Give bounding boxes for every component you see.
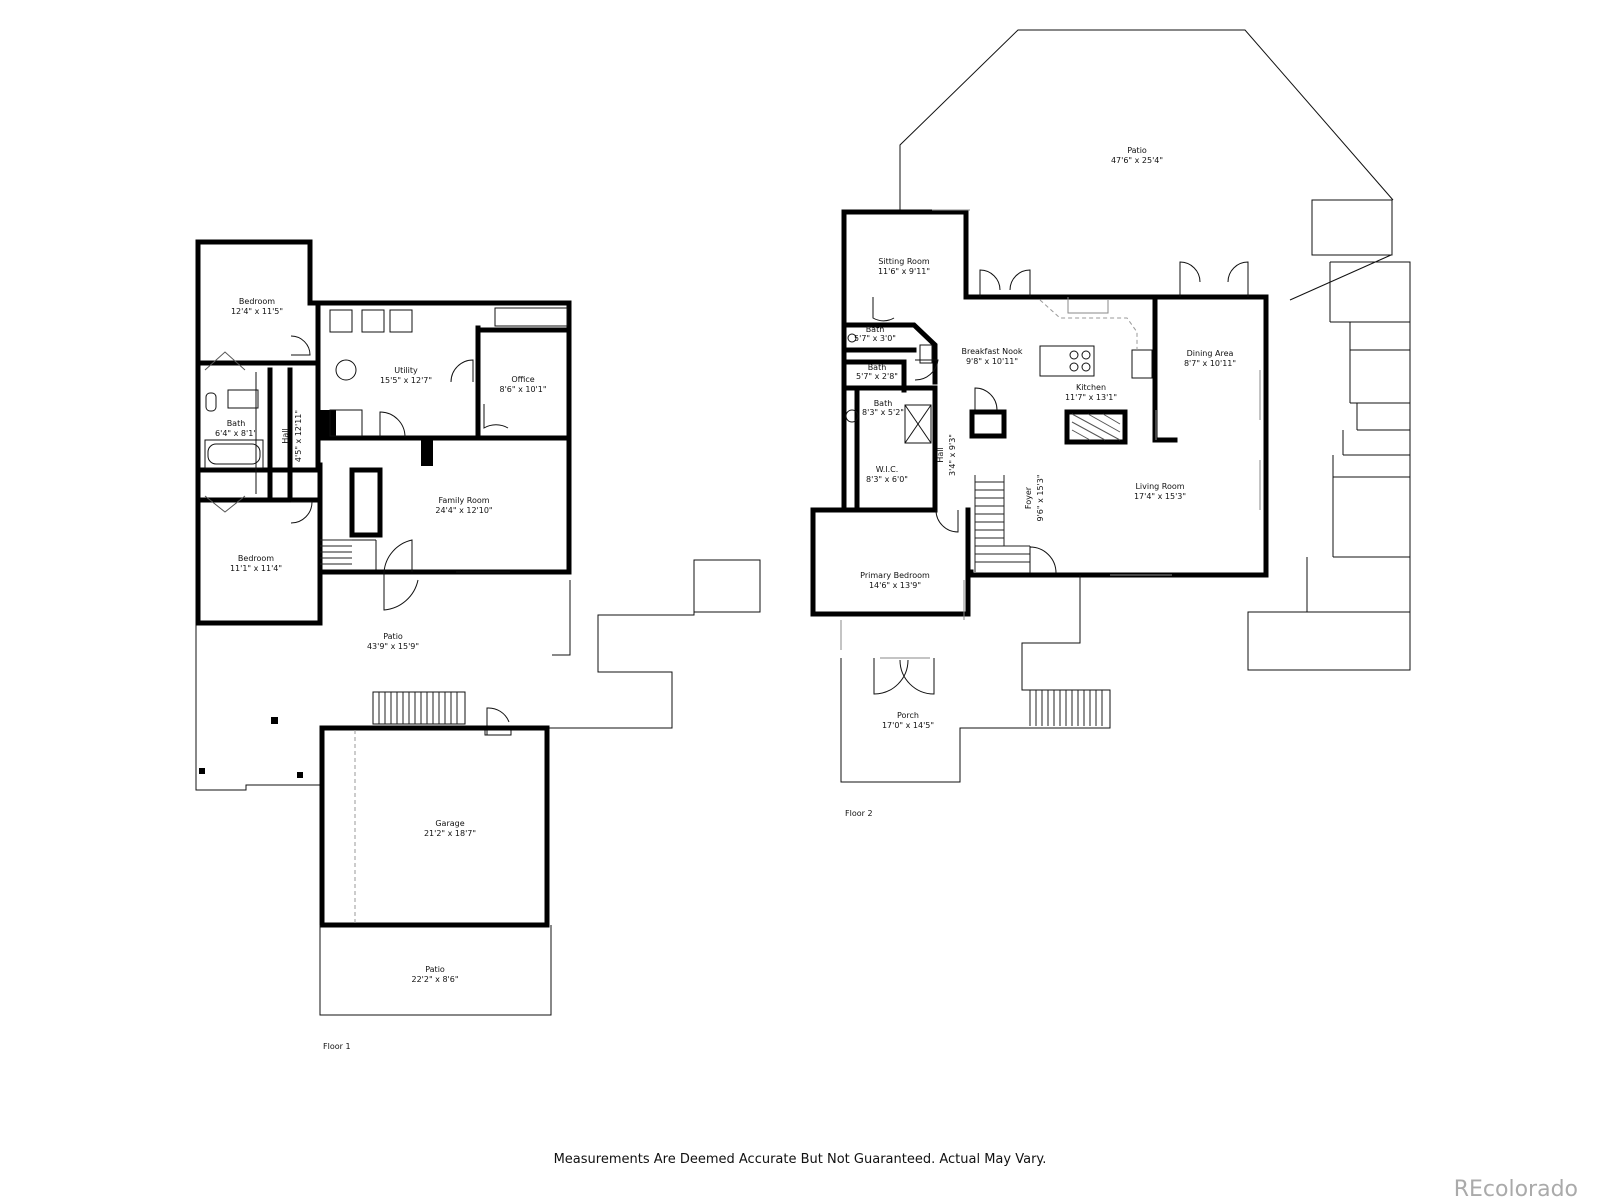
room-dims: 8'7" x 10'11" <box>1184 359 1236 368</box>
floor-1-labels: Bedroom 12'4" x 11'5" Bath 6'4" x 8'1" H… <box>215 297 546 1051</box>
brand-watermark: REcolorado <box>1453 1177 1578 1202</box>
room-name: Hall <box>281 428 290 443</box>
room-dims: 6'4" x 8'1" <box>215 429 257 438</box>
room-dims: 11'7" x 13'1" <box>1065 393 1117 402</box>
room-dims: 9'6" x 15'3" <box>1036 474 1045 521</box>
room-name: W.I.C. <box>876 465 899 474</box>
room-name: Bedroom <box>239 297 275 306</box>
floor-1-plan: Bedroom 12'4" x 11'5" Bath 6'4" x 8'1" H… <box>195 239 761 1051</box>
room-dims: 3'4" x 9'3" <box>948 434 957 476</box>
room-dims: 5'7" x 3'0" <box>854 334 896 343</box>
room-dims: 15'5" x 12'7" <box>380 376 432 385</box>
room-name: Bath <box>866 325 885 334</box>
room-name: Patio <box>1127 146 1147 155</box>
room-name: Sitting Room <box>878 257 929 266</box>
floor-1-patio-outline <box>195 559 761 791</box>
room-name: Utility <box>394 366 418 375</box>
room-name: Bedroom <box>238 554 274 563</box>
room-name: Dining Area <box>1187 349 1234 358</box>
floor-2-details <box>840 209 1261 695</box>
room-name: Bath <box>868 363 887 372</box>
room-name: Patio <box>383 632 403 641</box>
room-dims: 11'1" x 11'4" <box>230 564 282 573</box>
room-name: Patio <box>425 965 445 974</box>
room-name: Bath <box>874 399 893 408</box>
measurement-disclaimer: Measurements Are Deemed Accurate But Not… <box>553 1152 1047 1167</box>
floor-2-walls <box>810 209 1269 617</box>
room-dims: 5'7" x 2'8" <box>856 372 898 381</box>
room-dims: 43'9" x 15'9" <box>367 642 419 651</box>
room-name: Hall <box>936 447 945 462</box>
floor-1-details <box>204 307 568 611</box>
room-name: Foyer <box>1024 486 1033 509</box>
room-name: Primary Bedroom <box>860 571 930 580</box>
floor-1-label: Floor 1 <box>323 1042 351 1051</box>
room-name: Kitchen <box>1076 383 1106 392</box>
room-dims: 8'6" x 10'1" <box>499 385 546 394</box>
floor-2-label: Floor 2 <box>845 809 873 818</box>
room-dims: 14'6" x 13'9" <box>869 581 921 590</box>
room-name: Living Room <box>1135 482 1184 491</box>
room-name: Bath <box>227 419 246 428</box>
room-dims: 8'3" x 6'0" <box>866 475 908 484</box>
room-dims: 12'4" x 11'5" <box>231 307 283 316</box>
floor-2-porch <box>840 475 1111 783</box>
floor-1-garage <box>319 725 552 1016</box>
floor-1-walls <box>195 239 572 626</box>
room-name: Family Room <box>438 496 489 505</box>
room-name: Garage <box>435 819 464 828</box>
room-dims: 21'2" x 18'7" <box>424 829 476 838</box>
room-dims: 8'3" x 5'2" <box>862 408 904 417</box>
room-name: Office <box>511 375 534 384</box>
floor-2-plan: Patio 47'6" x 25'4" Sitting Room 11'6" x… <box>810 29 1411 818</box>
room-dims: 22'2" x 8'6" <box>411 975 458 984</box>
floor-2-patio-outline <box>899 29 1411 671</box>
room-dims: 17'4" x 15'3" <box>1134 492 1186 501</box>
room-dims: 4'5" x 12'11" <box>294 410 303 462</box>
room-dims: 47'6" x 25'4" <box>1111 156 1163 165</box>
room-name: Porch <box>897 711 919 720</box>
room-dims: 17'0" x 14'5" <box>882 721 934 730</box>
room-dims: 11'6" x 9'11" <box>878 267 930 276</box>
floor-2-labels: Patio 47'6" x 25'4" Sitting Room 11'6" x… <box>845 146 1236 818</box>
room-dims: 9'8" x 10'11" <box>966 357 1018 366</box>
room-dims: 24'4" x 12'10" <box>435 506 492 515</box>
room-name: Breakfast Nook <box>961 347 1022 356</box>
